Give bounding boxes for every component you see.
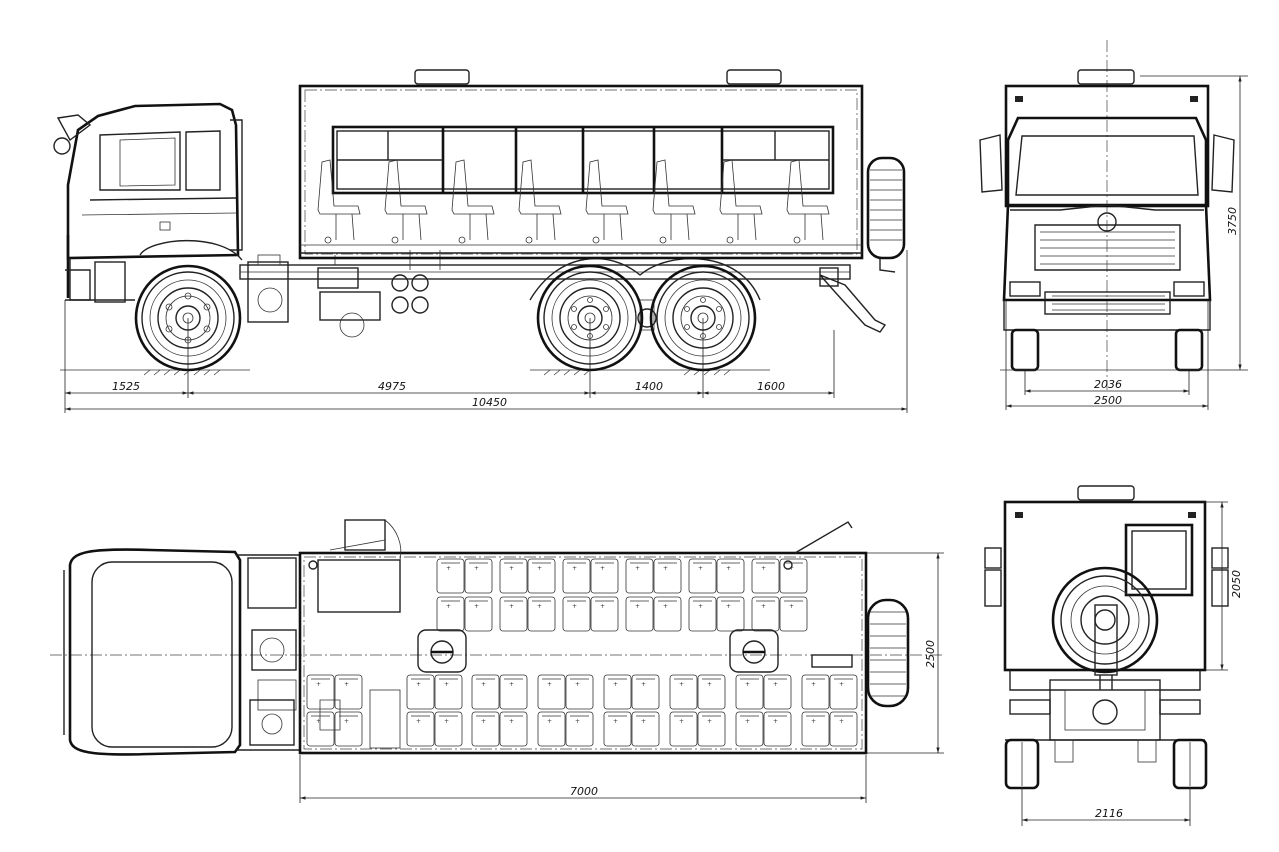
roof-hatch-icon	[1077, 69, 1135, 85]
top-view: 7000 2500	[50, 519, 945, 803]
passenger-body-top	[298, 519, 868, 755]
marker-light-icon	[1188, 512, 1196, 518]
dim-body-length: 7000	[570, 785, 598, 798]
headlight-icon	[1009, 281, 1041, 297]
top-view-dimensions: 7000 2500	[299, 552, 944, 803]
dim-body-height: 2050	[1230, 570, 1243, 598]
dim-wheelbase: 4975	[378, 380, 406, 393]
headlight-icon	[1173, 281, 1205, 297]
side-view: 1525 4975 1400 1600 10450	[53, 69, 908, 413]
dim-front-track: 2036	[1094, 378, 1122, 391]
marker-light-icon	[1015, 512, 1023, 518]
dim-front-width: 2500	[1094, 394, 1122, 407]
cab-side	[53, 102, 243, 303]
dim-rear-overhang: 1600	[757, 380, 785, 393]
body-outline-rear	[1003, 500, 1207, 672]
marker-light-icon	[1190, 96, 1198, 102]
roof-hatch-icon	[726, 69, 782, 85]
spare-wheel-side	[866, 156, 906, 273]
front-view-dimensions: 3750 2036 2500	[1005, 75, 1248, 410]
rear-view: 2050 2116	[984, 485, 1243, 826]
rear-wheel-2	[649, 264, 757, 372]
front-view: 3750 2036 2500	[979, 40, 1248, 410]
mirror-icon	[56, 114, 92, 142]
roof-hatch-icon	[414, 69, 470, 85]
rear-window	[1124, 523, 1194, 597]
dim-body-width: 2500	[924, 640, 937, 668]
roof-hatch-icon	[729, 629, 779, 673]
roof-hatch-icon	[417, 629, 467, 673]
front-wheel-right	[1174, 328, 1204, 372]
passenger-body-side	[298, 69, 864, 260]
logo-emblem-icon	[1097, 212, 1117, 232]
chassis-components	[247, 250, 887, 338]
dim-front-overhang: 1525	[112, 380, 140, 393]
side-view-dimensions: 1525 4975 1400 1600 10450	[64, 250, 908, 413]
rear-view-dimensions: 2050 2116	[1021, 501, 1243, 826]
dim-overall-length: 10450	[472, 396, 507, 409]
roof-hatch-icon	[1077, 485, 1135, 501]
spare-wheel-rear	[1051, 566, 1159, 690]
mirror-icon	[979, 134, 1003, 193]
marker-light-icon	[1015, 96, 1023, 102]
spare-wheel-top	[866, 598, 910, 708]
mirror-icon	[1211, 134, 1235, 193]
dim-height: 3750	[1226, 207, 1239, 235]
cab-top	[63, 548, 301, 756]
dim-axle-spacing: 1400	[635, 380, 663, 393]
dim-rear-track: 2116	[1095, 807, 1123, 820]
front-wheel-left	[1010, 328, 1040, 372]
